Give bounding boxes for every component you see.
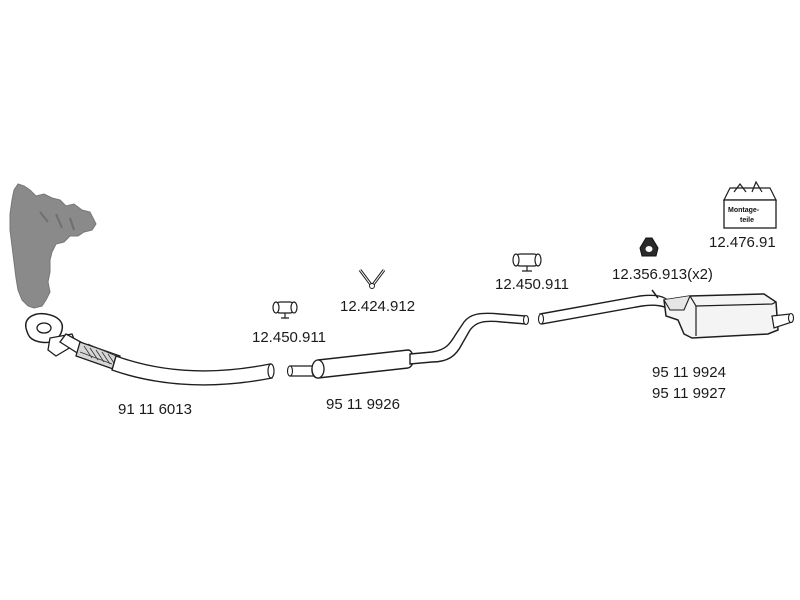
rubber-mount bbox=[639, 237, 659, 257]
label-front-pipe: 91 11 6013 bbox=[118, 401, 192, 418]
rear-silencer bbox=[537, 289, 795, 339]
label-rear-silencer-2: 95 11 9927 bbox=[652, 385, 726, 402]
label-clamp-2: 12.450.911 bbox=[495, 276, 569, 293]
mounting-kit-box: Montage- teile bbox=[723, 180, 777, 229]
label-rear-silencer-1: 95 11 9924 bbox=[652, 364, 726, 381]
exhaust-manifold bbox=[9, 183, 97, 309]
clamp-2 bbox=[512, 253, 542, 272]
clamp-1 bbox=[272, 301, 298, 319]
mounting-kit-text-line1: Montage- bbox=[728, 207, 760, 214]
label-middle-silencer: 95 11 9926 bbox=[326, 396, 400, 413]
label-clamp-1: 12.450.911 bbox=[252, 329, 326, 346]
mounting-kit-text-line2: teile bbox=[740, 217, 754, 224]
label-bracket: 12.424.912 bbox=[340, 298, 416, 315]
bracket-v-hanger bbox=[358, 269, 386, 289]
label-rubber-mount: 12.356.913(x2) bbox=[612, 266, 713, 283]
middle-silencer bbox=[286, 312, 530, 379]
label-mounting-kit: 12.476.91 bbox=[709, 234, 776, 251]
front-pipe bbox=[25, 312, 275, 386]
